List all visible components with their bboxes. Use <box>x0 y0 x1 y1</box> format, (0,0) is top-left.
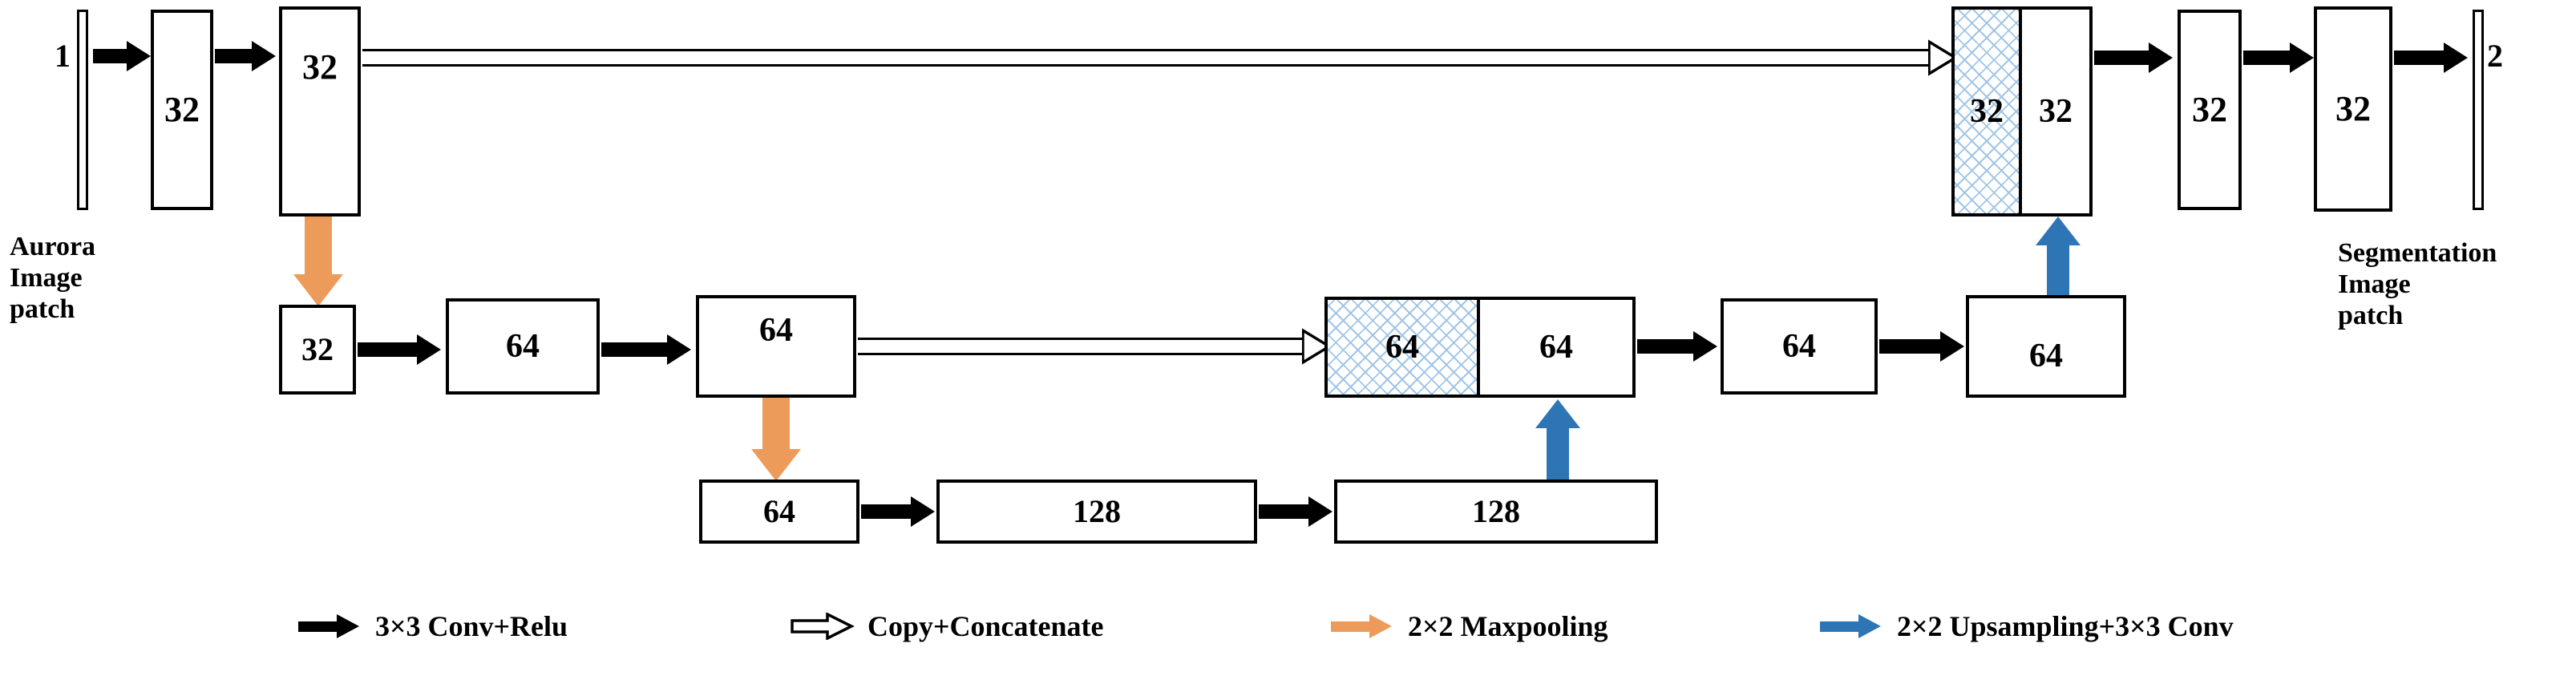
concat-skip-label: 32 <box>1970 93 2004 130</box>
legend-item-copy-concatenate: Copy+Concatenate <box>791 608 1104 645</box>
input-caption-line-1: Aurora <box>10 232 96 261</box>
encoder-block-l1-b: 32 <box>279 6 361 217</box>
blue-solid-right-arrow-icon <box>1820 613 1884 640</box>
legend-item-conv-relu: 3×3 Conv+Relu <box>298 608 568 645</box>
output-caption-line-1: Segmentation <box>2338 238 2497 268</box>
block-channel-label: 64 <box>763 493 795 529</box>
block-channel-label: 64 <box>506 328 540 365</box>
output-caption-line-3: patch <box>2338 301 2404 331</box>
output-caption-line-2: Image <box>2338 269 2411 300</box>
encoder-block-l1-a: 32 <box>151 10 213 210</box>
legend-label-copy-concatenate: Copy+Concatenate <box>867 610 1104 642</box>
block-channel-label: 128 <box>1472 493 1520 529</box>
orange-solid-right-arrow-icon <box>1331 613 1395 640</box>
input-caption: Aurora Image patch <box>10 231 95 325</box>
concat-up-half-level1: 32 <box>2022 10 2089 213</box>
encoder-block-l2-c: 64 <box>696 295 856 398</box>
legend-item-maxpooling: 2×2 Maxpooling <box>1331 608 1608 645</box>
legend-item-upsampling-conv: 2×2 Upsampling+3×3 Conv <box>1820 608 2234 645</box>
concat-up-label: 32 <box>2039 93 2073 130</box>
concat-skip-half-level1: 32 <box>1955 10 2022 213</box>
concat-skip-half-level2: 64 <box>1328 300 1480 395</box>
block-channel-label: 32 <box>2192 90 2227 129</box>
bottleneck-block-a: 64 <box>699 480 859 544</box>
decoder-block-l2-a: 64 <box>1721 298 1878 395</box>
output-slab <box>2473 10 2484 210</box>
concat-block-level1: 32 32 <box>1951 6 2093 217</box>
legend-label-conv-relu: 3×3 Conv+Relu <box>375 610 568 642</box>
decoder-block-l2-b: 64 <box>1966 295 2126 398</box>
legend-label-maxpooling: 2×2 Maxpooling <box>1408 610 1608 642</box>
concat-skip-label: 64 <box>1385 329 1419 366</box>
block-channel-label: 32 <box>301 331 334 367</box>
block-channel-label: 64 <box>759 312 793 349</box>
input-channel-label: 1 <box>55 38 71 74</box>
black-solid-right-arrow-icon <box>298 613 362 640</box>
block-channel-label: 32 <box>164 90 200 129</box>
legend-label-upsampling-conv: 2×2 Upsampling+3×3 Conv <box>1897 610 2234 642</box>
decoder-block-l1-b: 32 <box>2314 6 2392 212</box>
concat-block-level2: 64 64 <box>1324 297 1636 398</box>
bottleneck-block-b: 128 <box>936 480 1257 544</box>
block-channel-label: 64 <box>1782 328 1816 365</box>
block-channel-label: 64 <box>2029 338 2063 374</box>
input-slab <box>77 10 88 210</box>
input-caption-line-3: patch <box>10 294 75 325</box>
output-caption: Segmentation Image patch <box>2338 237 2497 331</box>
encoder-block-l2-b: 64 <box>446 298 600 395</box>
hollow-outline-right-arrow-icon <box>791 613 855 640</box>
encoder-block-l2-a: 32 <box>279 305 356 395</box>
bottleneck-block-c: 128 <box>1334 480 1658 544</box>
decoder-block-l1-a: 32 <box>2178 10 2242 210</box>
block-channel-label: 128 <box>1073 493 1121 529</box>
output-channel-label: 2 <box>2487 38 2503 74</box>
block-channel-label: 32 <box>302 47 338 87</box>
block-channel-label: 32 <box>2335 89 2371 128</box>
input-caption-line-2: Image <box>10 263 83 293</box>
concat-up-half-level2: 64 <box>1480 300 1632 395</box>
concat-up-label: 64 <box>1539 329 1573 366</box>
